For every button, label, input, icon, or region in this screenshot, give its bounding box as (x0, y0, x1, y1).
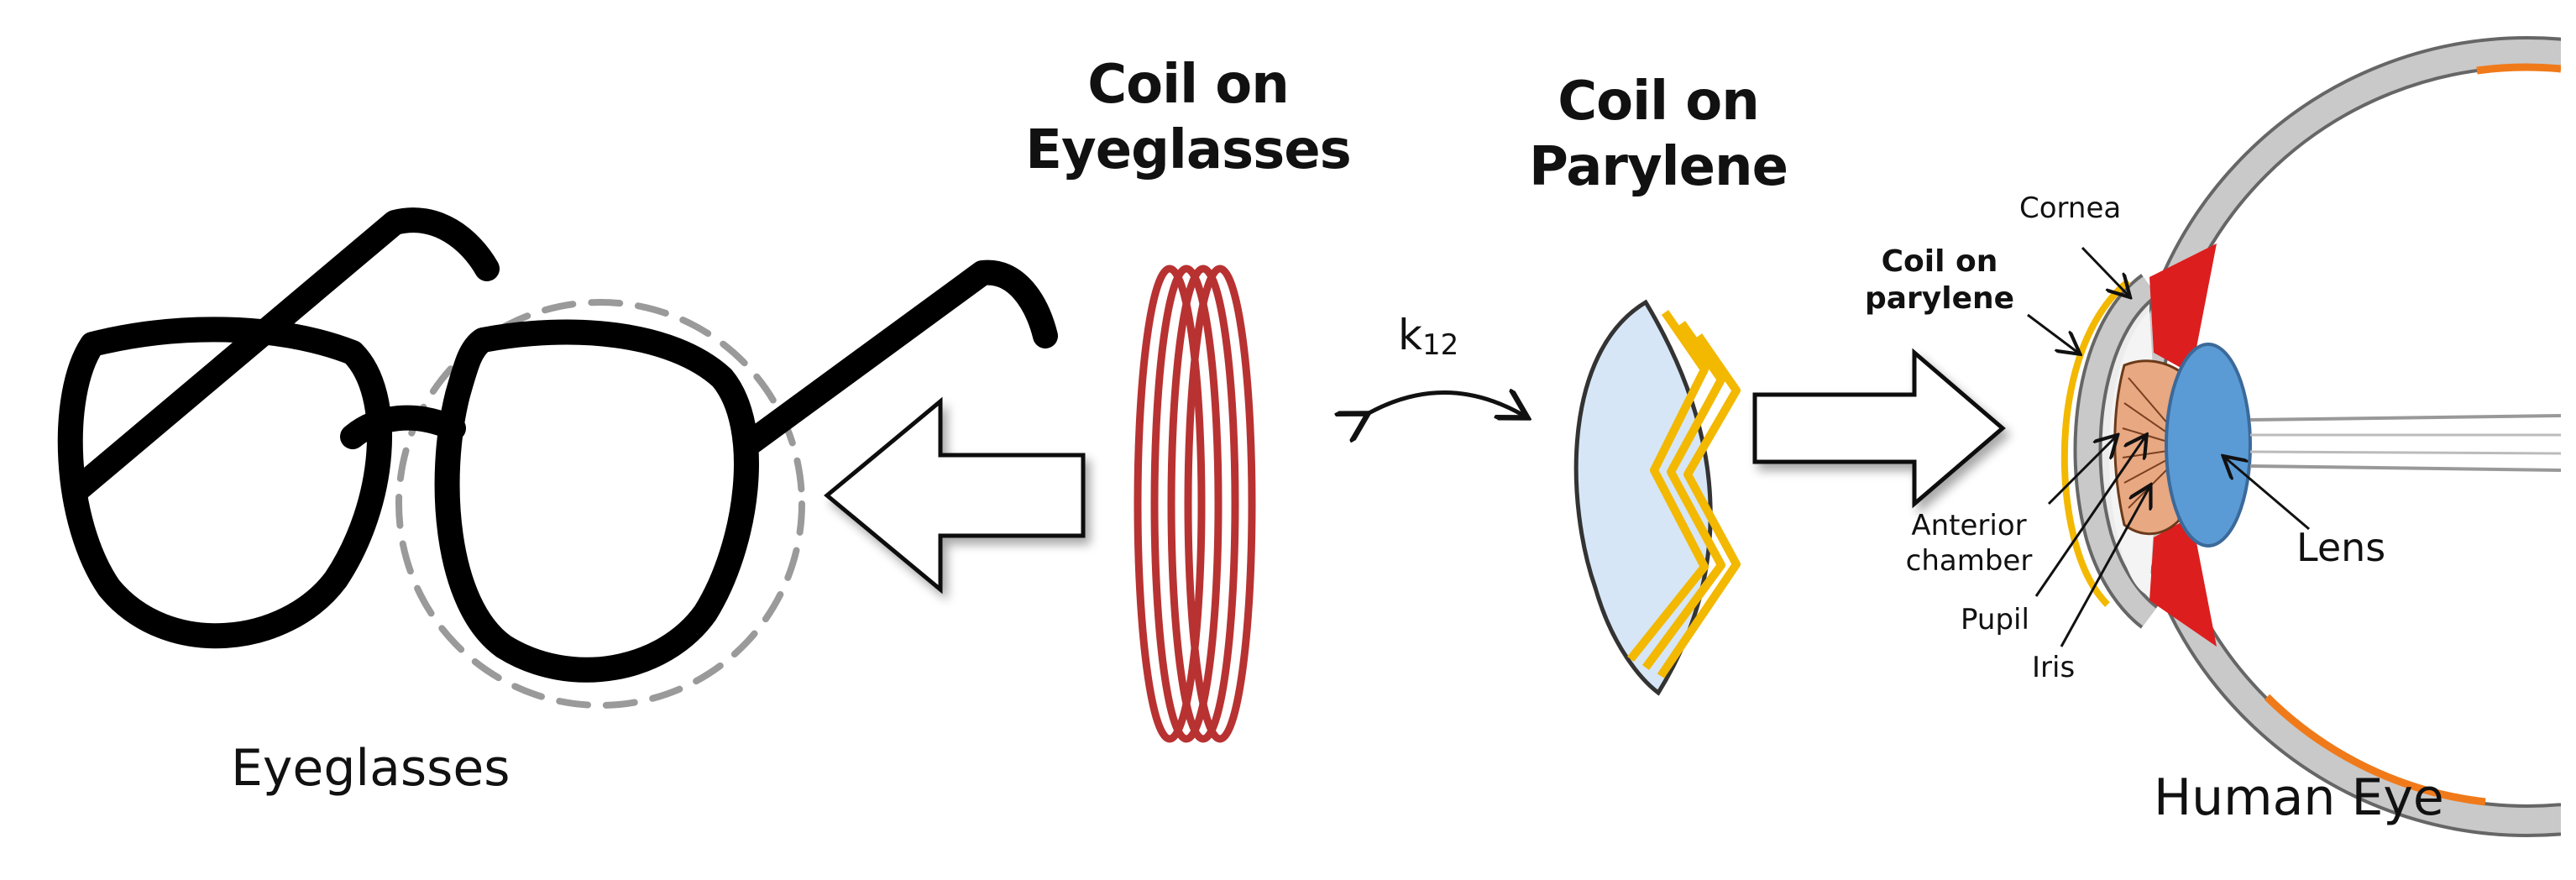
lens-highlight-circle (395, 299, 805, 709)
label-line: Parylene (1529, 136, 1788, 198)
label-coil-on-parylene-small: Coil on parylene (1847, 244, 2032, 317)
coil-loop (1184, 265, 1256, 743)
parylene-coil-traces (1627, 310, 1741, 678)
eye-annotation-pointers (2027, 246, 2310, 647)
label-coil-on-parylene: Coil on Parylene (1507, 69, 1809, 200)
label-lens: Lens (2296, 525, 2386, 570)
retina-arc-bottom (2264, 694, 2486, 806)
eye-lens (2165, 343, 2252, 547)
coil-on-eyeglasses (1134, 265, 1256, 743)
coil-loop (1134, 265, 1206, 743)
label-line: Coil on (1881, 244, 1998, 279)
label-coil-on-eyeglasses: Coil on Eyeglasses (1016, 52, 1360, 183)
pointer-lens (2225, 458, 2310, 531)
label-human-eye: Human Eye (2154, 768, 2444, 827)
coil-loop (1150, 265, 1223, 743)
eyeglasses-bridge (340, 405, 466, 449)
eyeglasses-right-lens (434, 319, 759, 683)
label-iris: Iris (2032, 651, 2076, 684)
arrow-left-to-eyeglasses (824, 396, 1086, 595)
pointer-anterior-chamber (2047, 437, 2116, 505)
ciliary-body-top (2149, 244, 2217, 374)
human-eye-illustration (2060, 36, 2561, 837)
label-line: Eyeglasses (1025, 119, 1351, 181)
label-line: parylene (1864, 281, 2015, 316)
pointer-coil-on-parylene (2027, 313, 2078, 353)
label-cornea: Cornea (2019, 191, 2122, 225)
eyeglasses-illustration (57, 207, 1058, 709)
label-line: Coil on (1087, 54, 1290, 116)
pointer-iris (2060, 487, 2149, 647)
ciliary-body-bottom (2149, 516, 2217, 647)
coil-loop (1167, 265, 1239, 743)
label-pupil: Pupil (1961, 603, 2029, 636)
k-subscript: 12 (1422, 328, 1459, 362)
eyeglasses-temple-far (63, 207, 500, 504)
label-line: Coil on (1558, 71, 1760, 133)
label-line: Anterior (1911, 509, 2027, 542)
arrow-right-to-eye (1752, 348, 2006, 509)
pointer-pupil (2034, 437, 2145, 597)
optic-nerve (2249, 414, 2561, 472)
pointer-cornea (2081, 246, 2128, 296)
eyeglasses-temple-near (735, 259, 1058, 458)
k-symbol: k (1398, 311, 1422, 359)
retina-arc-top (2476, 63, 2561, 75)
label-k12: k12 (1398, 311, 1458, 362)
label-eyeglasses: Eyeglasses (231, 739, 510, 798)
parylene-contact-lens (1573, 299, 1741, 696)
label-line: chamber (1905, 544, 2033, 578)
label-anterior-chamber: Anterior chamber (1881, 508, 2057, 579)
coupling-double-arrow (1364, 393, 1524, 416)
